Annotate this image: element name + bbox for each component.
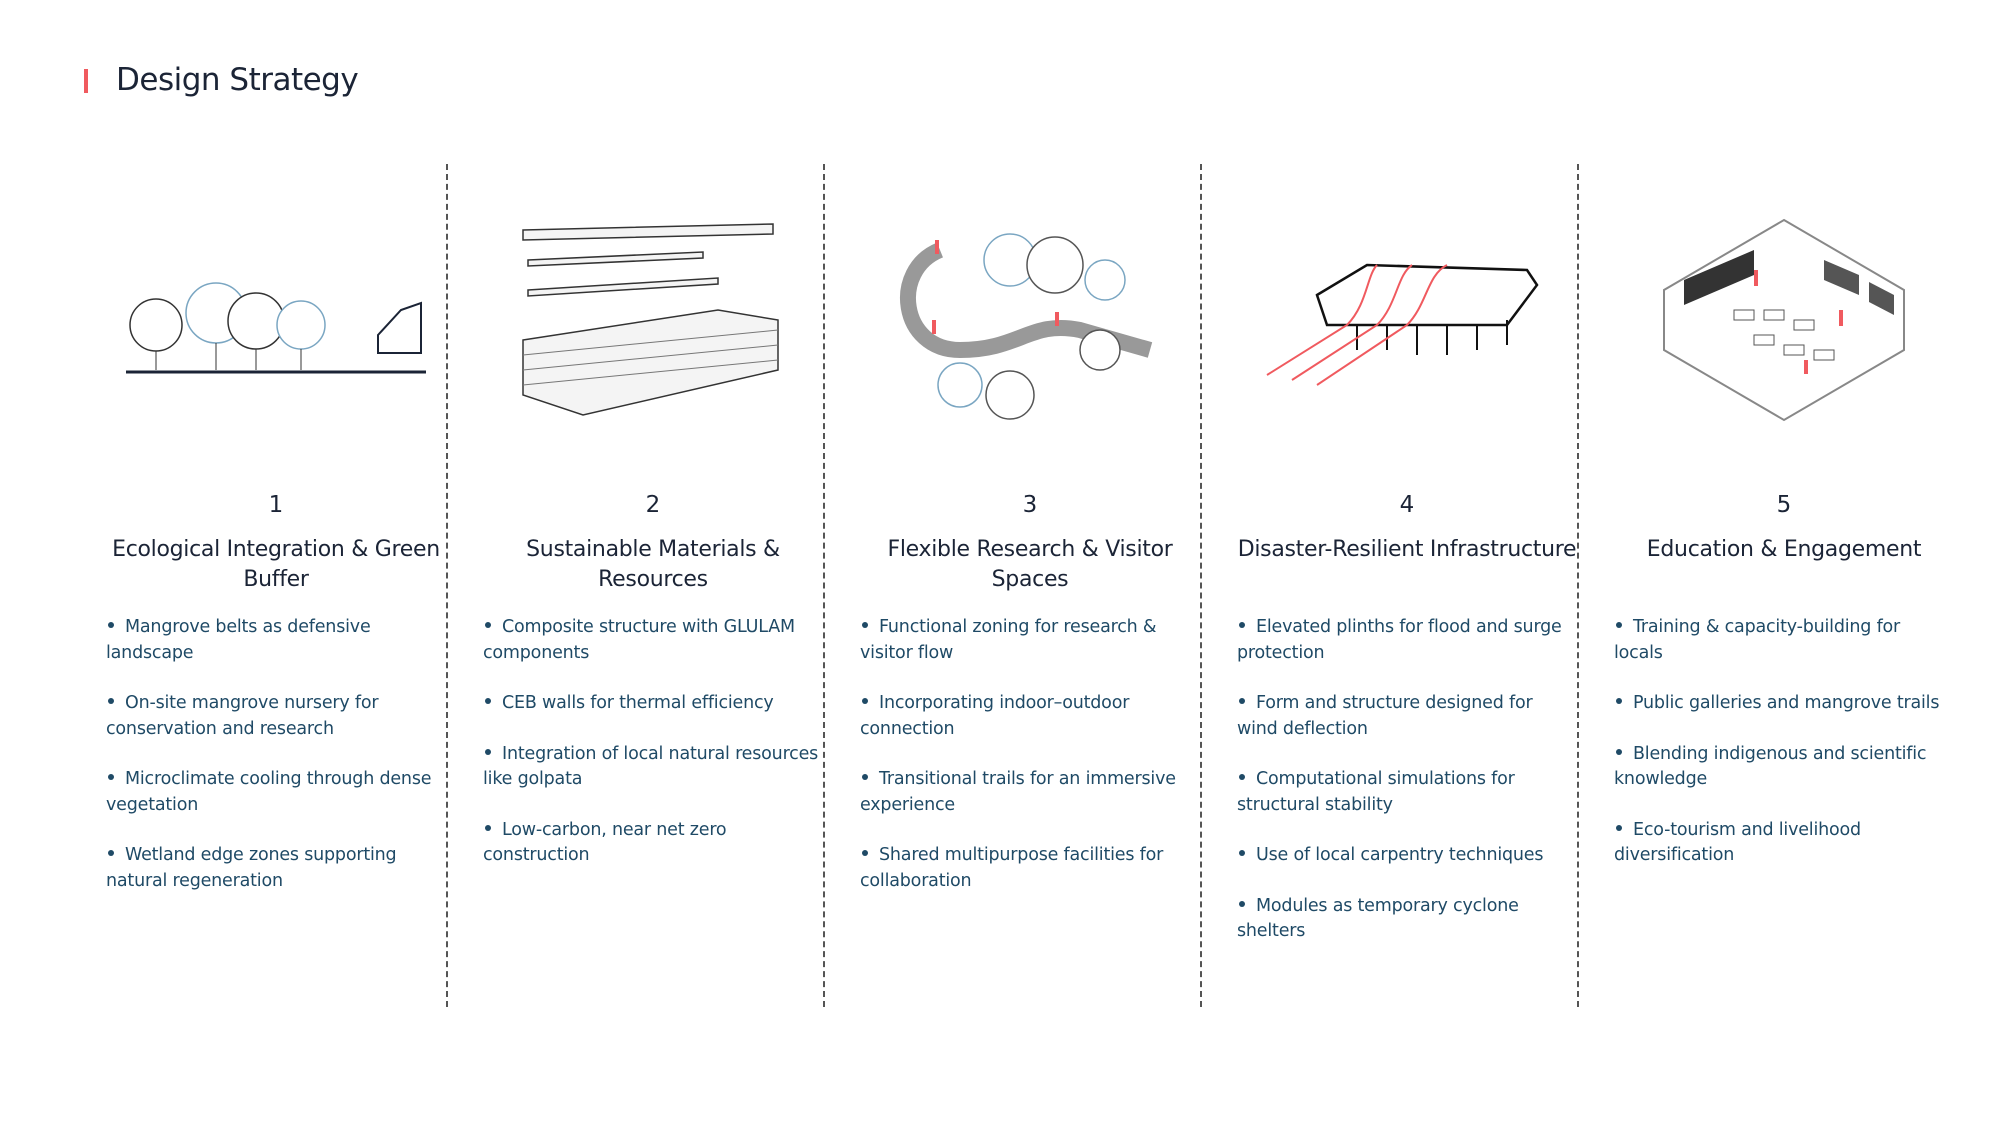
strategy-number: 3 (1022, 492, 1038, 518)
bullet-text: Use of local carpentry techniques (1256, 845, 1544, 865)
column-divider (823, 164, 825, 1007)
list-item: Composite structure with GLULAM componen… (483, 615, 823, 666)
strategy-number: 4 (1399, 492, 1415, 518)
bullet-icon (862, 698, 868, 704)
bullet-text: Elevated plinths for flood and surge pro… (1237, 617, 1562, 663)
list-item: Training & capacity-building for locals (1614, 615, 1954, 666)
glulam-timber-icon (483, 200, 823, 450)
bullet-text: Form and structure designed for wind def… (1237, 693, 1533, 739)
bullet-text: Composite structure with GLULAM componen… (483, 617, 795, 663)
wind-deflection-structure-icon (1237, 200, 1577, 450)
strategy-heading: Education & Engagement (1646, 537, 1922, 562)
column-divider (1577, 164, 1579, 1007)
bullet-text: Public galleries and mangrove trails (1633, 693, 1940, 713)
bullet-icon (108, 698, 114, 704)
bullet-icon (862, 622, 868, 628)
strategy-number: 1 (268, 492, 284, 518)
bullet-icon (1239, 774, 1245, 780)
bullet-icon (1239, 900, 1245, 907)
classroom-icon (1614, 200, 1954, 450)
trail-loop-icon (860, 200, 1200, 450)
strategy-heading: Sustainable Materials & Resources (526, 537, 780, 592)
bullet-text: Computational simulations for structural… (1237, 769, 1515, 815)
list-item: Functional zoning for research & visitor… (860, 615, 1200, 666)
list-item: Elevated plinths for flood and surge pro… (1237, 615, 1577, 666)
list-item: CEB walls for thermal efficiency (483, 691, 823, 717)
bullet-icon (1239, 698, 1245, 704)
bullet-icon (1616, 824, 1622, 831)
bullet-text: Mangrove belts as defensive landscape (106, 617, 371, 663)
list-item: Low-carbon, near net zero construction (483, 818, 823, 869)
strategy-heading: Disaster-Resilient Infrastructure (1237, 537, 1577, 562)
strategy-number: 5 (1776, 492, 1792, 518)
bullet-text: Blending indigenous and scientific knowl… (1614, 743, 1927, 790)
strategy-number: 2 (645, 492, 661, 518)
bullet-icon (1616, 622, 1622, 628)
column-divider (1200, 164, 1202, 1007)
bullet-text: On-site mangrove nursery for conservatio… (106, 693, 379, 739)
bullet-text: Functional zoning for research & visitor… (860, 617, 1157, 663)
bullet-text: Incorporating indoor–outdoor connection (860, 693, 1130, 739)
list-item: On-site mangrove nursery for conservatio… (106, 691, 446, 742)
bullet-text: Modules as temporary cyclone shelters (1237, 895, 1519, 942)
list-item: Incorporating indoor–outdoor connection (860, 691, 1200, 742)
strategy-bullet-list: Composite structure with GLULAM componen… (483, 615, 823, 869)
list-item: Blending indigenous and scientific knowl… (1614, 742, 1954, 793)
page-title: Design Strategy (116, 62, 359, 98)
bullet-text: Shared multipurpose facilities for colla… (860, 845, 1164, 891)
bullet-icon (862, 774, 868, 780)
list-item: Integration of local natural resources l… (483, 742, 823, 793)
list-item: Wetland edge zones supporting natural re… (106, 843, 446, 894)
bullet-text: Eco-tourism and livelihood diversificati… (1614, 819, 1861, 866)
column-divider (446, 164, 448, 1007)
list-item: Modules as temporary cyclone shelters (1237, 894, 1577, 945)
bullet-icon (1616, 748, 1622, 755)
list-item: Shared multipurpose facilities for colla… (860, 843, 1200, 894)
strategy-heading: Flexible Research & Visitor Spaces (887, 537, 1173, 592)
list-item: Computational simulations for structural… (1237, 767, 1577, 818)
bullet-icon (108, 850, 114, 856)
strategy-heading: Ecological Integration & Green Buffer (112, 537, 440, 592)
bullet-icon (485, 824, 491, 831)
bullet-icon (108, 774, 114, 780)
strategy-bullet-list: Elevated plinths for flood and surge pro… (1237, 615, 1577, 945)
title-accent-bar (84, 69, 88, 93)
trees-and-pavilion-icon (106, 200, 446, 450)
bullet-icon (108, 622, 114, 628)
bullet-text: Transitional trails for an immersive exp… (860, 769, 1176, 815)
bullet-icon (485, 622, 491, 628)
bullet-icon (1616, 698, 1622, 704)
bullet-text: Low-carbon, near net zero construction (483, 819, 727, 866)
list-item: Eco-tourism and livelihood diversificati… (1614, 818, 1954, 869)
bullet-text: Wetland edge zones supporting natural re… (106, 845, 397, 891)
strategy-bullet-list: Functional zoning for research & visitor… (860, 615, 1200, 894)
list-item: Use of local carpentry techniques (1237, 843, 1577, 869)
bullet-text: Integration of local natural resources l… (483, 743, 819, 790)
list-item: Form and structure designed for wind def… (1237, 691, 1577, 742)
bullet-text: CEB walls for thermal efficiency (502, 693, 774, 713)
bullet-icon (485, 698, 491, 704)
bullet-icon (485, 748, 491, 755)
list-item: Transitional trails for an immersive exp… (860, 767, 1200, 818)
bullet-text: Microclimate cooling through dense veget… (106, 769, 432, 815)
list-item: Mangrove belts as defensive landscape (106, 615, 446, 666)
bullet-icon (1239, 622, 1245, 628)
bullet-text: Training & capacity-building for locals (1614, 617, 1901, 663)
list-item: Microclimate cooling through dense veget… (106, 767, 446, 818)
bullet-icon (862, 850, 868, 856)
bullet-icon (1239, 850, 1245, 856)
list-item: Public galleries and mangrove trails (1614, 691, 1954, 717)
